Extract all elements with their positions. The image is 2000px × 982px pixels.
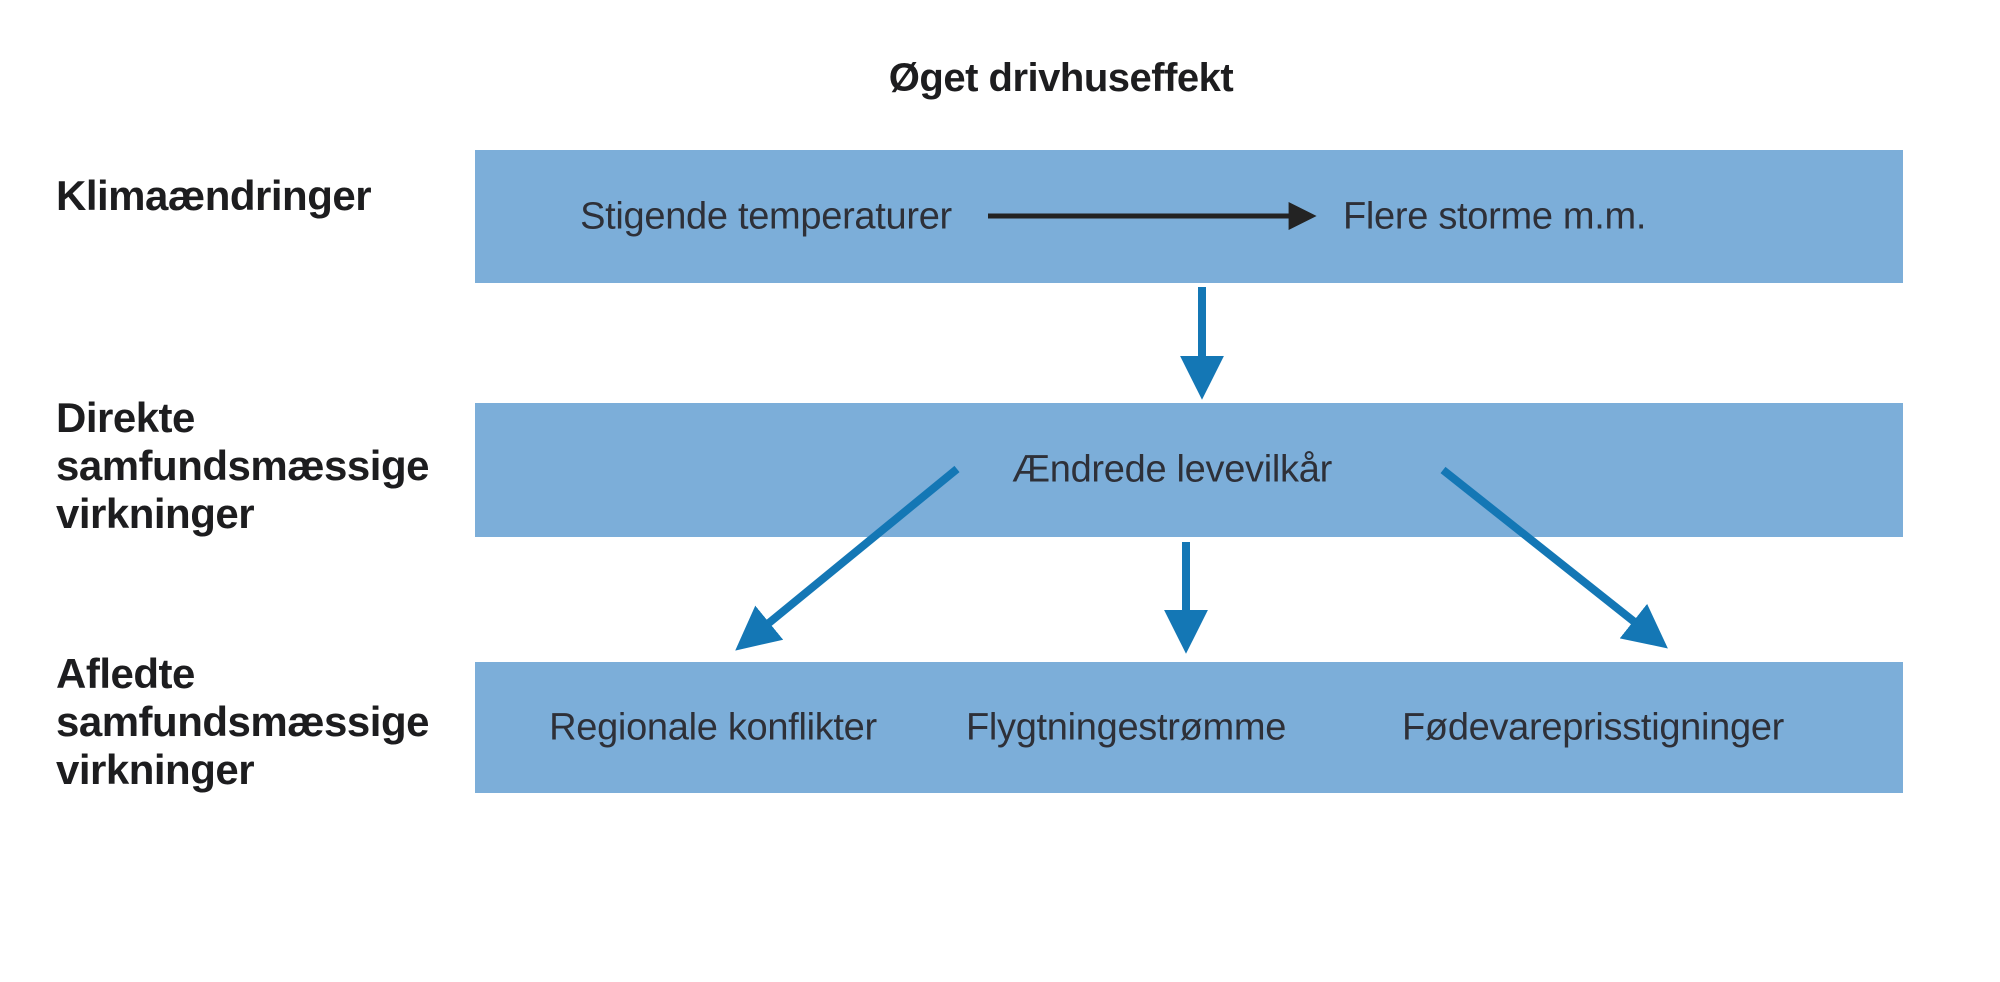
bar-changed-living-conditions: Ændrede levevilkår bbox=[475, 403, 1903, 537]
label-climate-changes: Klimaændringer bbox=[56, 172, 372, 220]
label-line: virkninger bbox=[56, 490, 255, 537]
node-refugee-flows: Flygtningestrømme bbox=[965, 706, 1287, 748]
label-line: samfundsmæssige bbox=[56, 698, 429, 745]
label-line: virkninger bbox=[56, 746, 255, 793]
node-more-storms: Flere storme m.m. bbox=[1343, 195, 1647, 237]
node-food-price-increases: Fødevareprisstigninger bbox=[1401, 706, 1785, 748]
node-changed-living-conditions: Ændrede levevilkår bbox=[1012, 448, 1332, 491]
bar-climate-changes: Stigende temperaturer Flere storme m.m. bbox=[475, 150, 1903, 283]
label-line: Klimaændringer bbox=[56, 172, 372, 219]
label-line: samfundsmæssige bbox=[56, 442, 429, 489]
label-line: Direkte bbox=[56, 394, 195, 441]
node-regional-conflicts: Regionale konflikter bbox=[549, 706, 877, 748]
diagram-title: Øget drivhuseffekt bbox=[888, 56, 1234, 100]
label-derived-societal-effects: Afledte samfundsmæssige virkninger bbox=[56, 650, 429, 794]
label-direct-societal-effects: Direkte samfundsmæssige virkninger bbox=[56, 394, 429, 538]
bar-derived-effects: Regionale konflikter Flygtningestrømme F… bbox=[475, 662, 1903, 793]
label-line: Afledte bbox=[56, 650, 195, 697]
node-rising-temperatures: Stigende temperaturer bbox=[580, 195, 952, 237]
